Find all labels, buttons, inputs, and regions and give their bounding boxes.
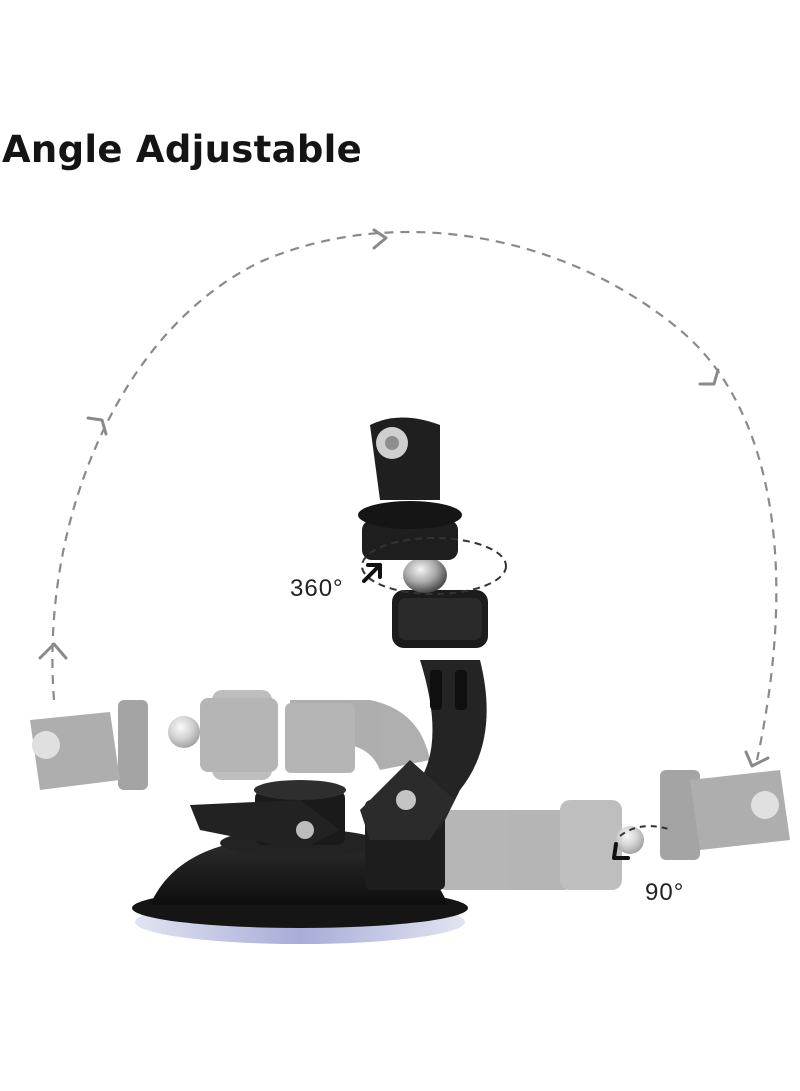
- tilt-label: 90°: [645, 879, 684, 906]
- suction-cup-mount: [132, 780, 468, 944]
- left-position-ghost: [30, 690, 430, 790]
- rotation-indicator: [361, 537, 507, 595]
- arc-arrow-icon: [38, 228, 770, 768]
- page-title: Angle Adjustable: [2, 128, 363, 171]
- rotate-arrow-icon: [362, 563, 382, 583]
- tilt-indicator: [612, 825, 673, 860]
- mount-arm: [358, 417, 488, 840]
- right-position-ghost: [440, 770, 790, 890]
- rotation-label: 360°: [290, 575, 344, 602]
- tilt-arrow-icon: [612, 842, 630, 860]
- rotation-arc: [51, 230, 778, 761]
